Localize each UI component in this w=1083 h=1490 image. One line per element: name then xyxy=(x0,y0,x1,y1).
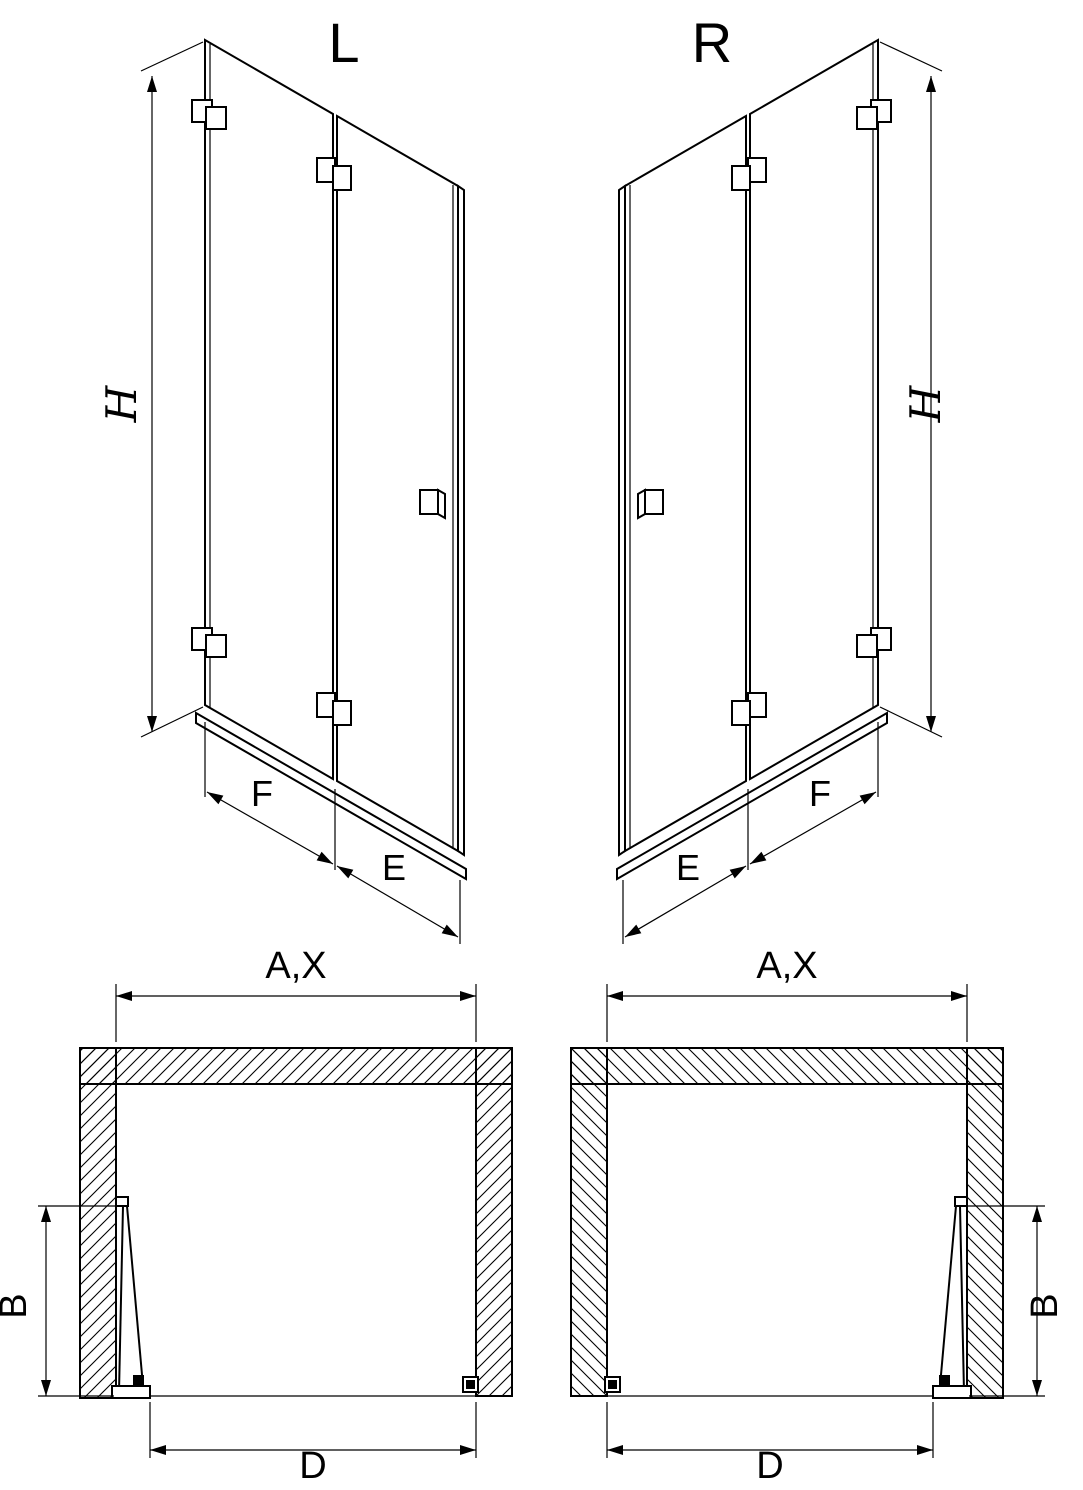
dim-label-e-left: E xyxy=(382,847,406,888)
dim-label-e-right: E xyxy=(676,847,700,888)
variant-label-right: R xyxy=(692,11,732,74)
left-plan-drawing xyxy=(38,984,512,1458)
dim-label-height-left: H xyxy=(97,384,146,423)
dim-label-width-left-plan: A,X xyxy=(265,945,326,987)
right-elevation-drawing xyxy=(617,40,942,944)
dim-label-entry-left-plan: D xyxy=(299,1445,326,1487)
right-plan-drawing xyxy=(571,984,1045,1458)
dim-label-depth-right-plan: B xyxy=(1024,1293,1066,1318)
left-elevation-drawing xyxy=(141,40,466,944)
dim-label-f-right: F xyxy=(809,773,831,814)
labels: L R H H F E F E A,X A,X B B D D xyxy=(0,11,1066,1487)
variant-label-left: L xyxy=(328,11,359,74)
dim-label-entry-right-plan: D xyxy=(756,1445,783,1487)
dim-label-depth-left-plan: B xyxy=(0,1293,35,1318)
dim-label-width-right-plan: A,X xyxy=(756,945,817,987)
dim-label-f-left: F xyxy=(251,773,273,814)
dim-label-height-right: H xyxy=(901,384,950,423)
